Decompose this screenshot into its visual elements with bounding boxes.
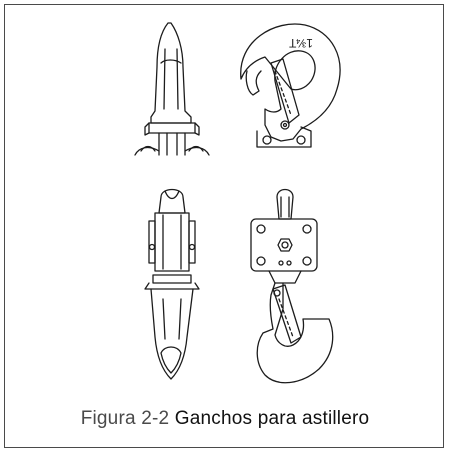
hook-side-view-bottom bbox=[144, 188, 200, 380]
figure-number: Figura 2-2 bbox=[80, 408, 170, 429]
hook-front-view-bottom bbox=[250, 188, 334, 384]
hook-stamp: 1¾T bbox=[288, 36, 313, 50]
hooks-drawing: 1¾T bbox=[134, 22, 341, 384]
figure-caption: Figura 2-2 Ganchos para astillero bbox=[5, 408, 445, 430]
figure-frame: 1¾T bbox=[4, 4, 444, 448]
hook-side-view-top bbox=[134, 22, 210, 156]
hook-front-view-top: 1¾T bbox=[240, 23, 341, 148]
figure-title: Ganchos para astillero bbox=[174, 408, 370, 429]
hook-illustrations: 1¾T bbox=[105, 19, 355, 389]
